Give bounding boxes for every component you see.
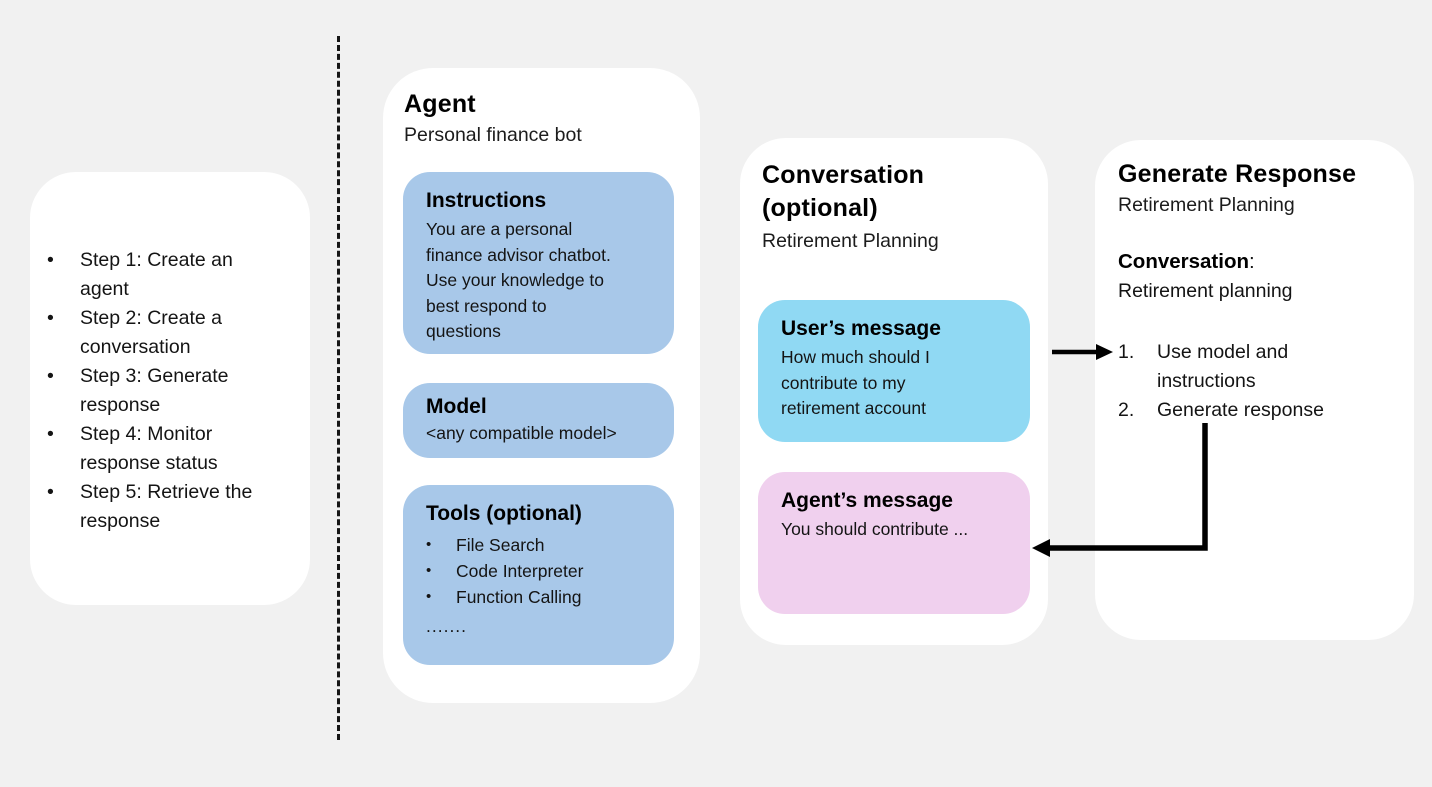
generate-panel-header: Generate Response Retirement Planning	[1118, 160, 1356, 217]
user-message-box: User’s message How much should I contrib…	[758, 300, 1030, 442]
list-item: 2. Generate response	[1118, 396, 1339, 425]
bullet-marker-icon: •	[47, 307, 54, 329]
agent-panel-title: Agent	[404, 90, 476, 118]
step-text: Step 4: Monitor response status	[80, 423, 218, 474]
agent-message-body: You should contribute ...	[781, 519, 969, 539]
agent-panel-header: Agent Personal finance bot	[404, 90, 582, 147]
user-message-body: How much should I contribute to my retir…	[781, 347, 930, 418]
generate-response-panel: Generate Response Retirement Planning Co…	[1095, 140, 1414, 640]
step-text: Use model and instructions	[1157, 341, 1289, 392]
list-item: • File Search	[426, 532, 651, 558]
generate-panel-subtitle: Retirement Planning	[1118, 194, 1295, 216]
model-box: Model <any compatible model>	[403, 383, 674, 458]
conversation-panel: Conversation (optional) Retirement Plann…	[740, 138, 1048, 645]
instructions-box: Instructions You are a personal finance …	[403, 172, 674, 354]
step-text: Step 5: Retrieve the response	[80, 481, 253, 532]
steps-list: • Step 1: Create an agent • Step 2: Crea…	[47, 246, 292, 536]
tool-name: Code Interpreter	[456, 561, 584, 581]
steps-overview-panel: • Step 1: Create an agent • Step 2: Crea…	[30, 172, 310, 605]
conversation-panel-header: Conversation (optional) Retirement Plann…	[762, 159, 939, 253]
conversation-panel-subtitle: Retirement Planning	[762, 230, 939, 252]
model-body: <any compatible model>	[426, 423, 617, 443]
bullet-marker-icon: •	[47, 423, 54, 445]
list-item: • Code Interpreter	[426, 558, 651, 584]
dashed-divider	[337, 36, 340, 740]
list-item: • Step 3: Generate response	[47, 362, 292, 420]
model-title: Model	[426, 395, 487, 418]
list-item: • Step 1: Create an agent	[47, 246, 292, 304]
instructions-title: Instructions	[426, 189, 547, 212]
tools-title: Tools (optional)	[426, 502, 582, 525]
step-text: Generate response	[1157, 399, 1324, 421]
step-text: Step 3: Generate response	[80, 365, 229, 416]
tools-list: • File Search • Code Interpreter • Funct…	[426, 532, 651, 610]
bullet-marker-icon: •	[426, 588, 432, 605]
bullet-marker-icon: •	[426, 562, 432, 579]
generate-panel-title: Generate Response	[1118, 160, 1357, 188]
step-number: 1.	[1118, 341, 1135, 363]
user-message-title: User’s message	[781, 317, 941, 340]
bullet-marker-icon: •	[47, 481, 54, 503]
conversation-reference-label: Conversation	[1118, 250, 1249, 273]
conversation-reference-colon: :	[1249, 250, 1255, 273]
list-item: • Step 5: Retrieve the response	[47, 478, 292, 536]
list-item: • Function Calling	[426, 584, 651, 610]
instructions-body: You are a personal finance advisor chatb…	[426, 219, 611, 341]
bullet-marker-icon: •	[426, 536, 432, 553]
agent-panel: Agent Personal finance bot Instructions …	[383, 68, 700, 703]
title-line: (optional)	[762, 194, 878, 222]
agent-message-title: Agent’s message	[781, 489, 953, 512]
tool-name: File Search	[456, 535, 545, 555]
title-line: Conversation	[762, 161, 925, 189]
conversation-reference: Conversation:	[1118, 250, 1255, 274]
agent-panel-subtitle: Personal finance bot	[404, 124, 582, 146]
list-item: 1. Use model and instructions	[1118, 338, 1339, 396]
step-text: Step 1: Create an agent	[80, 249, 233, 300]
agent-message-box: Agent’s message You should contribute ..…	[758, 472, 1030, 614]
list-item: • Step 4: Monitor response status	[47, 420, 292, 478]
generate-steps-list: 1. Use model and instructions 2. Generat…	[1118, 338, 1339, 425]
list-item: • Step 2: Create a conversation	[47, 304, 292, 362]
step-number: 2.	[1118, 399, 1135, 421]
tools-ellipsis: .......	[426, 616, 468, 636]
step-text: Step 2: Create a conversation	[80, 307, 223, 358]
bullet-marker-icon: •	[47, 249, 54, 271]
tool-name: Function Calling	[456, 587, 582, 607]
conversation-reference-value: Retirement planning	[1118, 280, 1293, 302]
conversation-panel-title: Conversation (optional)	[762, 159, 939, 225]
tools-box: Tools (optional) • File Search • Code In…	[403, 485, 674, 665]
bullet-marker-icon: •	[47, 365, 54, 387]
